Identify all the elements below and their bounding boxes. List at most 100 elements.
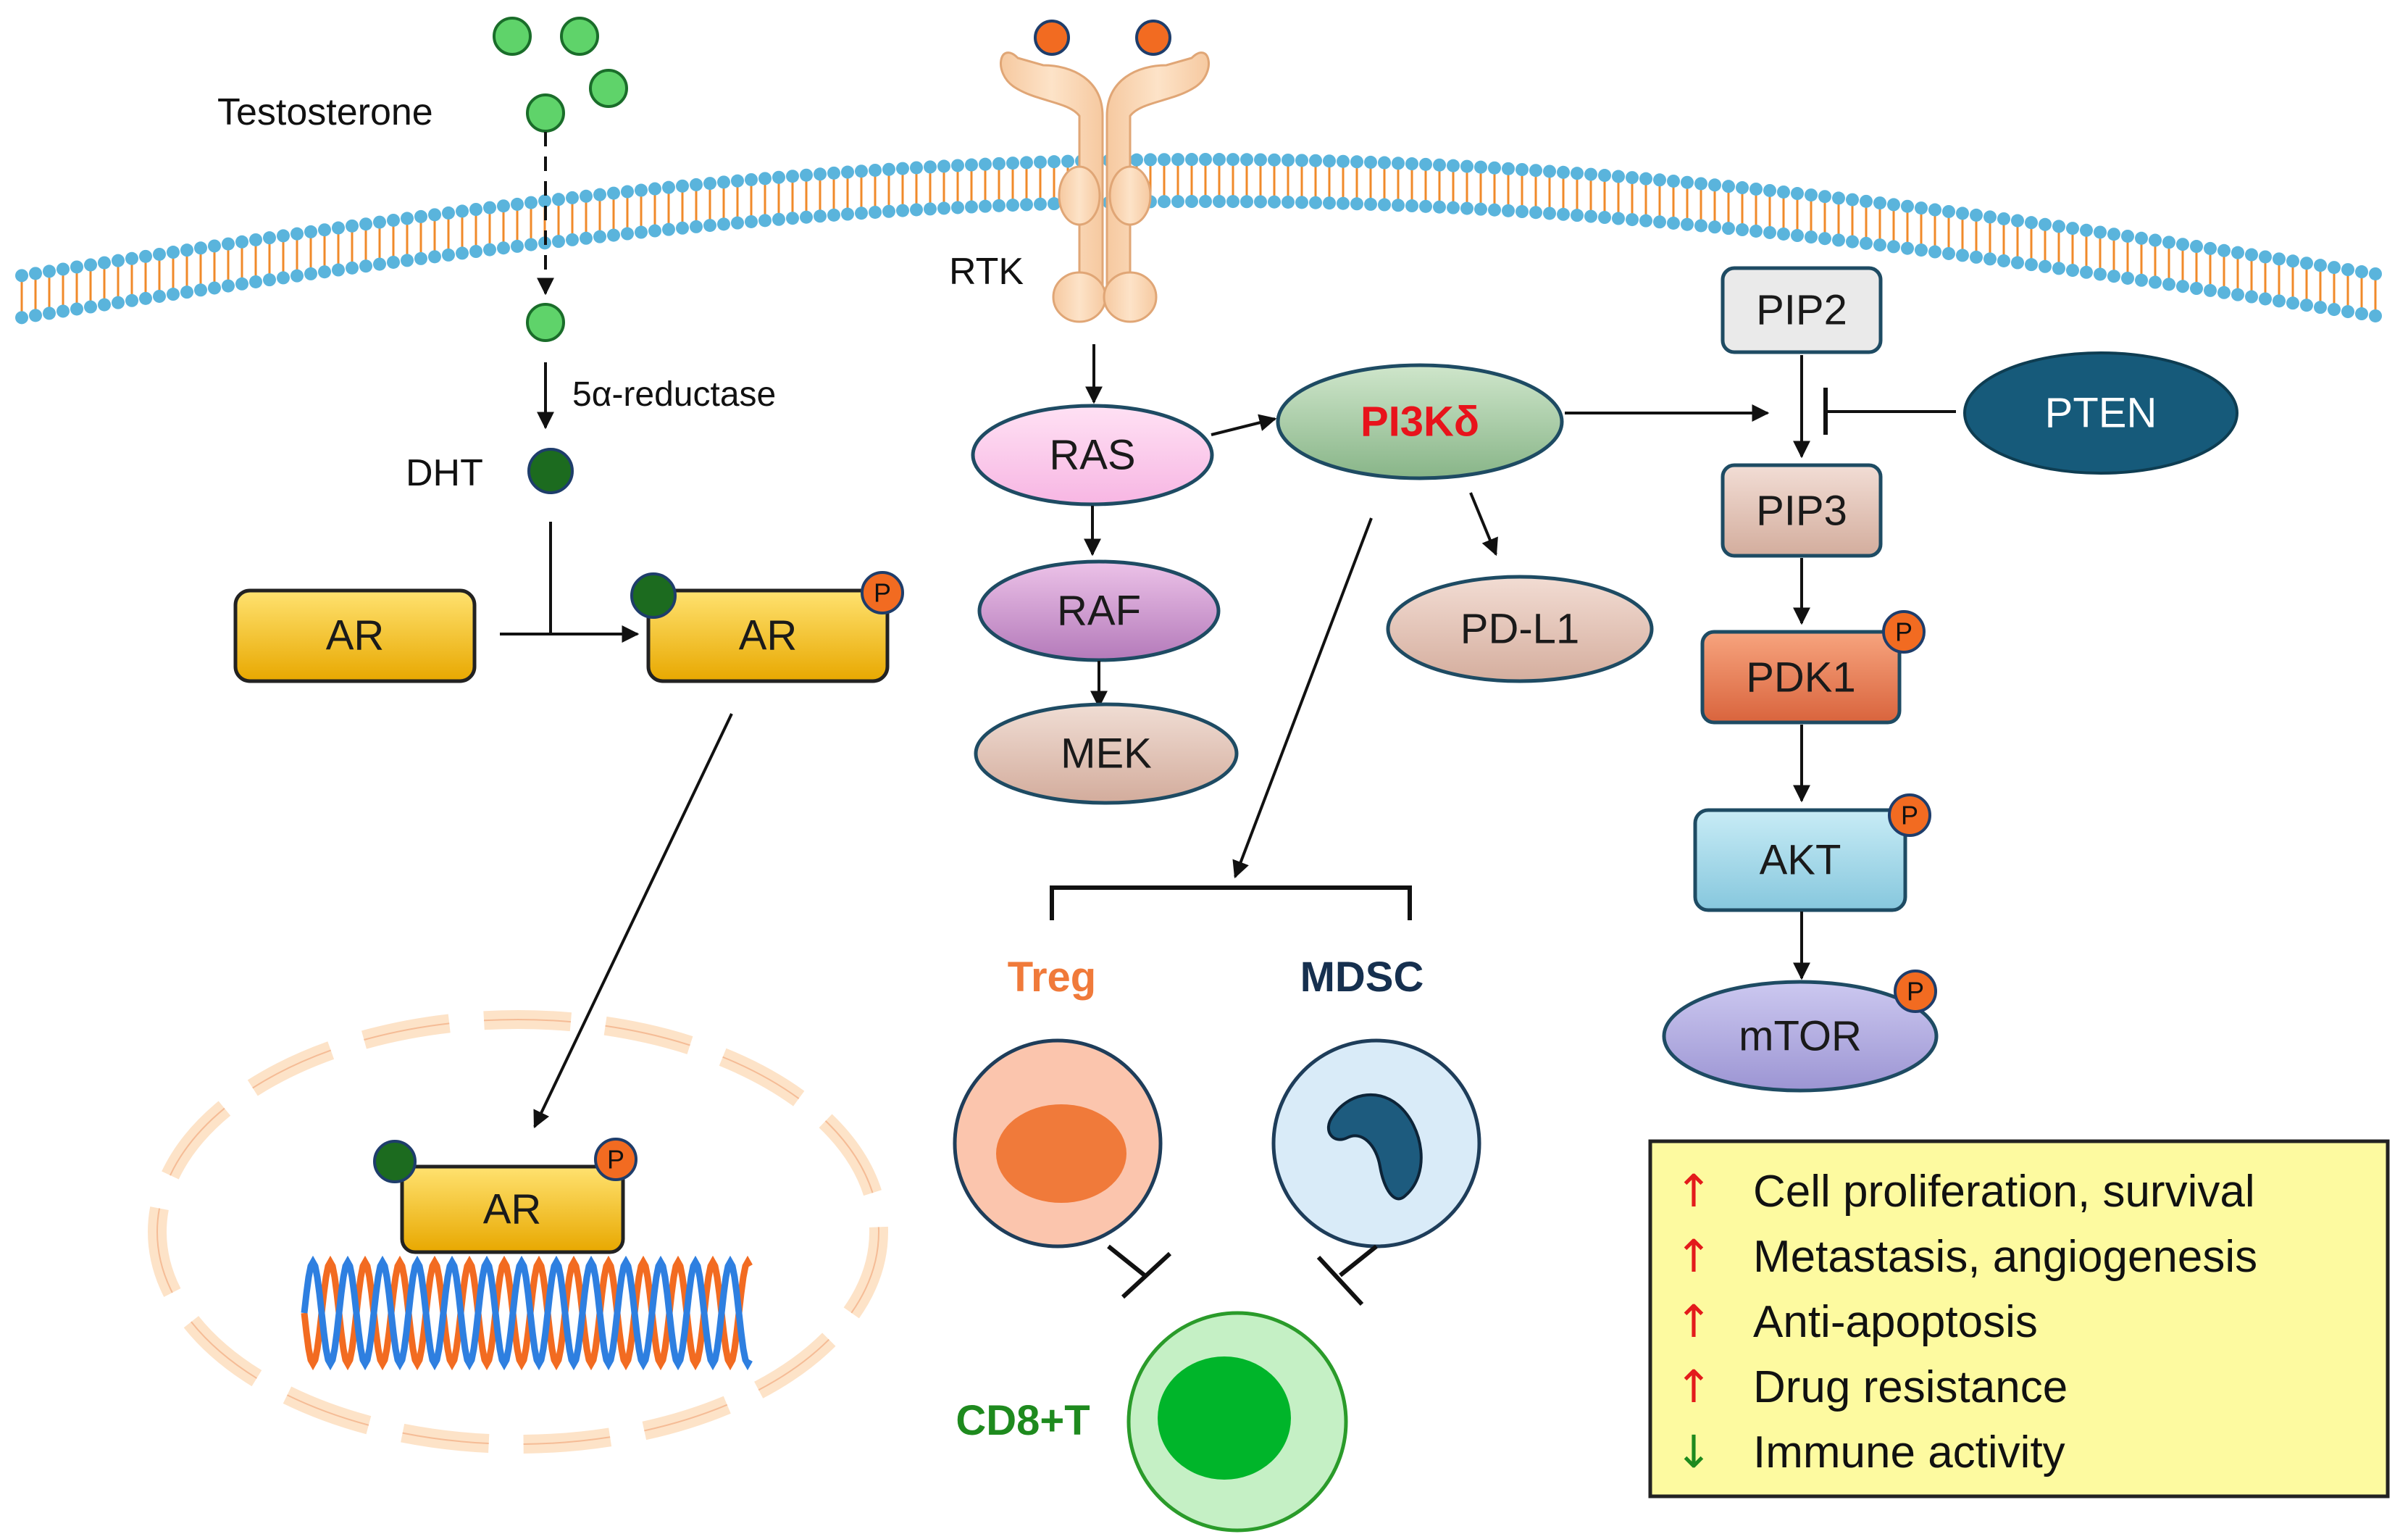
lipid-head <box>43 307 56 320</box>
pi3k-label: PI3Kδ <box>1360 399 1479 446</box>
lipid-head <box>910 203 923 217</box>
lipid-head <box>1392 157 1405 170</box>
lipid-head <box>332 221 345 235</box>
lipid-head <box>1516 204 1529 218</box>
lipid-head <box>1763 183 1776 197</box>
lipid-head <box>648 182 661 196</box>
lipid-head <box>222 279 235 293</box>
lipid-head <box>1805 230 1818 244</box>
lipid-head <box>882 162 895 176</box>
lipid-head <box>1667 216 1680 230</box>
lipid-head <box>1708 178 1721 192</box>
lipid-head <box>580 231 593 245</box>
outcome-box <box>1648 1139 2390 1498</box>
lipid-head <box>2080 223 2093 237</box>
lipid-head <box>304 225 317 238</box>
lipid-head <box>690 178 703 191</box>
lipid-head <box>1295 154 1308 167</box>
lipid-head <box>1970 208 1983 222</box>
lipid-head <box>607 228 620 242</box>
lipid-head <box>125 293 138 307</box>
lipid-head <box>979 157 992 171</box>
lipid-head <box>745 172 758 186</box>
lipid-head <box>1144 153 1157 167</box>
akt-phospho <box>1888 793 1931 837</box>
lipid-head <box>387 255 400 269</box>
akt-label: AKT <box>1760 837 1841 884</box>
lipid-head <box>2341 263 2354 277</box>
lipid-head <box>1185 195 1198 209</box>
lipid-head <box>1653 173 1666 187</box>
outcome-arrow-icon: ↑ <box>1675 1295 1713 1348</box>
lipid-head <box>841 165 854 179</box>
lipid-head <box>249 233 262 246</box>
lipid-head <box>414 251 427 265</box>
lipid-head <box>800 168 813 182</box>
lipid-head <box>1832 233 1845 247</box>
outcome-text: Metastasis, angiogenesis <box>1753 1232 2257 1282</box>
lipid-head <box>1777 185 1790 199</box>
lipid-head <box>690 220 703 233</box>
lipid-head <box>1199 195 1212 209</box>
lipid-head <box>937 159 950 173</box>
lipid-head <box>1364 155 1377 169</box>
lipid-head <box>992 199 1006 212</box>
lipid-head <box>1571 167 1584 180</box>
lipid-head <box>2286 296 2299 310</box>
lipid-head <box>910 161 923 175</box>
lipid-head <box>566 191 579 204</box>
lipid-head <box>1612 212 1625 225</box>
lipid-head <box>387 213 400 227</box>
lipid-head <box>2025 258 2038 272</box>
ras-label: RAS <box>1049 432 1135 479</box>
lipid-head <box>566 233 579 246</box>
lipid-head <box>1708 220 1721 234</box>
lipid-head <box>1419 157 1432 171</box>
lipid-head <box>524 238 538 251</box>
testosterone-molecules <box>493 17 628 342</box>
lipid-head <box>635 183 648 197</box>
lipid-head <box>1901 241 1914 255</box>
rtk-receptor <box>1000 20 1210 323</box>
lipid-head <box>1502 162 1515 175</box>
lipid-head <box>827 208 840 222</box>
lipid-head <box>1942 204 1955 218</box>
lipid-head <box>2259 250 2272 264</box>
lipid-head <box>428 208 441 222</box>
ligand-right <box>1135 20 1171 56</box>
lipid-head <box>1791 229 1804 243</box>
lipid-head <box>1749 224 1763 238</box>
lipid-head <box>442 206 455 220</box>
lipid-head <box>896 162 909 175</box>
lipid-head <box>635 225 648 239</box>
lipid-head <box>1722 180 1735 193</box>
lipid-head <box>1639 172 1652 186</box>
lipid-head <box>290 269 304 283</box>
lipid-head <box>511 197 524 211</box>
lipid-head <box>401 212 414 225</box>
lipid-head <box>1282 195 1295 209</box>
treg-inhibition <box>1107 1244 1172 1299</box>
lipid-head <box>1736 181 1749 195</box>
lipid-head <box>1158 195 1171 209</box>
cell-membrane <box>15 153 2382 325</box>
lipid-head <box>1295 196 1308 209</box>
lipid-head <box>1887 240 1900 254</box>
lipid-head <box>1392 199 1405 212</box>
immune-bracket <box>1050 885 1412 920</box>
lipid-head <box>717 217 730 231</box>
lipid-head <box>1474 202 1487 216</box>
lipid-head <box>401 254 414 267</box>
lipid-head <box>1020 198 1033 212</box>
lipid-head <box>2273 252 2286 266</box>
lipid-head <box>772 170 785 184</box>
lipid-head <box>1846 235 1859 249</box>
lipid-head <box>2273 294 2286 308</box>
pdk1-box <box>1700 630 1902 725</box>
outcome-text: Drug resistance <box>1753 1362 2068 1412</box>
lipid-head <box>139 291 152 305</box>
lipid-head <box>1529 164 1542 178</box>
lipid-head <box>263 231 276 245</box>
lipid-head <box>153 247 166 261</box>
